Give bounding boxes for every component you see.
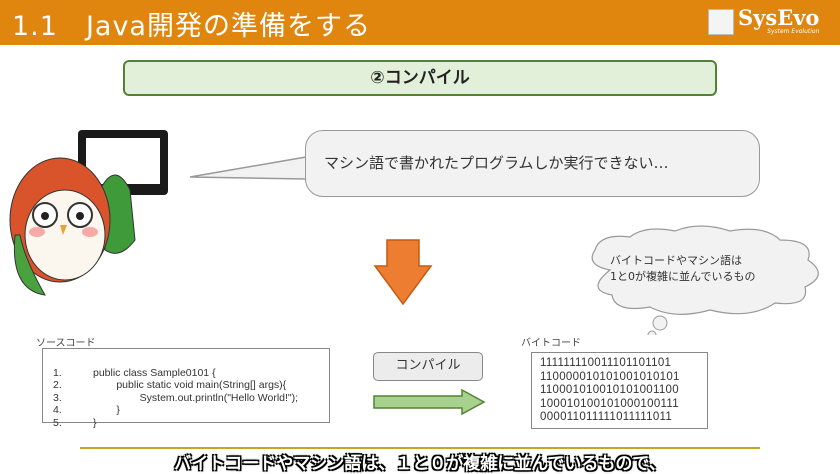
down-arrow-icon [373,239,433,306]
bytecode-line: 111111110011101101101 [540,357,672,369]
speech-tail [189,156,307,180]
logo-subtext: System Evolution [767,28,820,35]
bytecode-line: 000011011111011111011 [540,411,673,423]
slide-title: 1.1 Java開発の準備をする [12,11,371,42]
bytecode-line: 110000010101001010101 [540,370,680,383]
owl-mascot-icon [9,157,136,296]
source-code-label: ソースコード [36,338,96,349]
logo-text: SysEvo [738,5,820,30]
compile-label: コンパイル [373,352,483,381]
speech-bubble: マシン語で書かれたプログラムしか実行できない… [305,130,760,197]
step-title: ②コンパイル [123,60,717,96]
code-line: 4. } [53,404,120,416]
right-arrow-icon [373,388,486,416]
bytecode-label: バイトコード [521,338,581,349]
thought-cloud [591,225,819,335]
bytecode-line: 110001010010101001100 [540,384,679,396]
code-line: 3. System.out.println("Hello World!"); [53,391,299,404]
sysevo-logo: SysEvo System Evolution [708,5,820,35]
code-line: 2. public static void main(String[] args… [53,379,287,391]
code-line: 5.} [53,416,97,429]
cube-logo-icon [708,8,734,35]
bytecode-line: 100010100101000100111 [540,397,679,410]
code-line: 1.public class Sample0101 { [53,366,216,379]
video-subtitle: バイトコードやマシン語は、１と０が複雑に並んでいるもので、 [174,454,666,474]
bytecode-box: 111111110011101101101 110000010101001010… [531,352,708,429]
header-bar: 1.1 Java開発の準備をする SysEvo System Evolution [0,0,840,45]
subtitle-divider [80,447,760,449]
source-code-box: 1.public class Sample0101 {2. public sta… [42,348,330,429]
